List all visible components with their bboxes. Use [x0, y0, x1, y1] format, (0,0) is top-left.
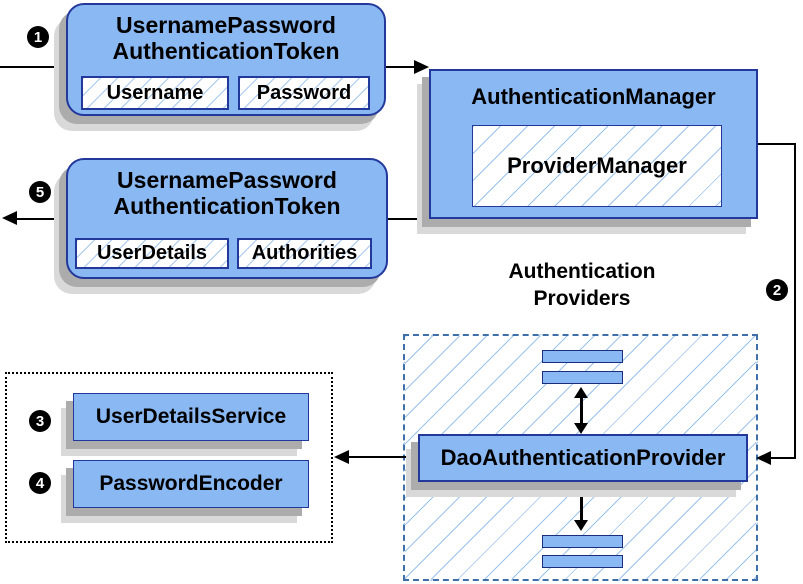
user-details-service-box: UserDetailsService: [73, 393, 309, 441]
authentication-providers-heading-line2: Providers: [533, 287, 631, 310]
response-token-box: UsernamePassword AuthenticationToken Use…: [66, 158, 388, 279]
step-5-badge: 5: [29, 181, 51, 203]
request-token-field-password: Password: [238, 76, 370, 110]
provider-placeholder-bar: [542, 535, 623, 548]
step-4-badge: 4: [29, 472, 51, 494]
flow-arrow-step2-head-icon: [756, 451, 771, 465]
response-token-title-line1: UsernamePassword: [117, 167, 337, 193]
double-arrow-top-down-icon: [574, 423, 588, 434]
double-arrow-bottom-up-icon: [574, 485, 588, 496]
provider-manager-box: ProviderManager: [472, 125, 722, 207]
flow-arrow-dao-to-services-line: [348, 456, 418, 458]
step-1-badge: 1: [27, 26, 49, 48]
double-arrow-top-up-icon: [574, 387, 588, 398]
authentication-providers-heading: Authentication Providers: [462, 258, 702, 312]
authentication-providers-heading-line1: Authentication: [508, 260, 656, 283]
double-arrow-top-line: [580, 396, 583, 426]
step-2-badge: 2: [766, 279, 788, 301]
authentication-manager-box: AuthenticationManager ProviderManager: [429, 69, 758, 219]
flow-arrow-step2-segment-vertical: [794, 143, 796, 459]
request-token-title-line2: AuthenticationToken: [112, 38, 340, 64]
provider-placeholder-bar: [542, 555, 623, 568]
password-encoder-box: PasswordEncoder: [73, 460, 309, 508]
flow-arrow-step2-segment-bottom: [770, 457, 796, 459]
flow-arrow-step2-segment-top: [758, 143, 796, 145]
double-arrow-bottom-line: [580, 494, 583, 522]
flow-arrow-step5-head-icon: [2, 211, 17, 225]
flow-arrow-step1-head-icon: [414, 60, 429, 74]
step-3-badge: 3: [29, 410, 51, 432]
provider-placeholder-bar: [542, 371, 623, 384]
dao-authentication-provider-box: DaoAuthenticationProvider: [418, 434, 748, 482]
request-token-title-line1: UsernamePassword: [116, 12, 336, 38]
response-token-title-line2: AuthenticationToken: [113, 193, 341, 219]
request-token-box: UsernamePassword AuthenticationToken Use…: [66, 3, 386, 116]
provider-placeholder-bar: [542, 350, 623, 363]
authentication-manager-title: AuthenticationManager: [471, 84, 716, 109]
response-token-field-userdetails: UserDetails: [75, 238, 229, 269]
flow-arrow-dao-to-services-head-icon: [334, 450, 349, 464]
double-arrow-bottom-down-icon: [574, 520, 588, 531]
response-token-field-authorities: Authorities: [237, 238, 372, 269]
request-token-field-username: Username: [81, 76, 229, 110]
